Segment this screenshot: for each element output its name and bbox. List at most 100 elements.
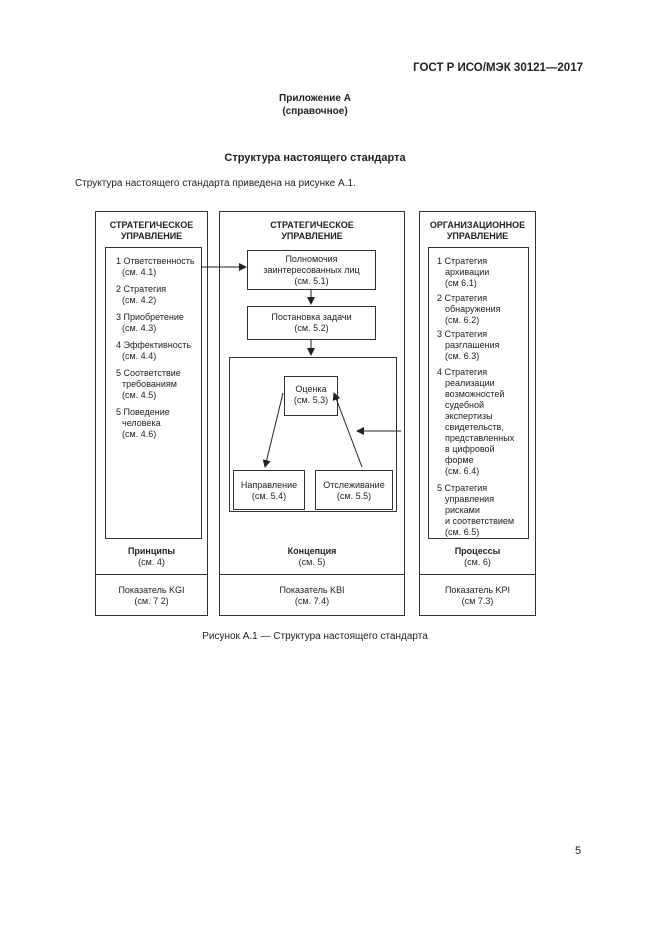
- appendix-title: Приложение А: [279, 93, 351, 104]
- process-item: 1 Стратегия архивации (см 6.1): [437, 256, 489, 289]
- right-bottom-label: Процессы (см. 6): [420, 546, 535, 568]
- processes-list-box: 1 Стратегия архивации (см 6.1) 2 Стратег…: [428, 247, 529, 539]
- authority-ref: (см. 5.1): [294, 276, 329, 286]
- arrow-evaluate-to-direct: [262, 392, 284, 468]
- left-divider: [96, 574, 207, 575]
- principle-item: 2 Стратегия (см. 4.2): [116, 284, 166, 306]
- column-strategic-principles: СТРАТЕГИЧЕСКОЕ УПРАВЛЕНИЕ 1 Ответственно…: [95, 211, 208, 616]
- page-number: 5: [575, 845, 582, 857]
- process-label-cont: форме: [445, 455, 474, 465]
- process-item: 4 Стратегия реализации возможностей суде…: [437, 367, 514, 477]
- process-ref: (см. 6.4): [445, 466, 480, 476]
- right-divider: [420, 574, 535, 575]
- direct-ref: (см. 5.4): [251, 491, 287, 501]
- principle-label: 4 Эффективность: [116, 340, 192, 350]
- principle-label-cont: требованиям: [122, 379, 177, 389]
- process-label: 3 Стратегия: [437, 329, 488, 339]
- process-label-cont: свидетельств,: [445, 422, 504, 432]
- concept-label: Концепция: [287, 546, 337, 556]
- box-evaluate: Оценка (см. 5.3): [284, 376, 338, 416]
- middle-bottom-label: Концепция (см. 5): [220, 546, 404, 568]
- left-bottom-label: Принципы (см. 4): [96, 546, 207, 568]
- left-metric: Показатель KGI (см. 7 2): [96, 585, 207, 607]
- process-label-cont: реализации: [445, 378, 495, 388]
- kgi-label: Показатель KGI: [118, 585, 185, 595]
- process-label-cont: управления: [445, 494, 495, 504]
- task-label: Постановка задачи: [271, 312, 352, 322]
- kpi-ref: (см 7.3): [461, 596, 494, 606]
- standard-id: ГОСТ Р ИСО/МЭК 30121—2017: [413, 62, 583, 74]
- process-item: 3 Стратегия разглашения (см. 6.3): [437, 329, 499, 362]
- principle-label: 3 Приобретение: [116, 312, 184, 322]
- kbi-ref: (см. 7.4): [294, 596, 330, 606]
- kpi-label: Показатель KPI: [444, 585, 511, 595]
- principle-ref: (см. 4.1): [122, 267, 157, 277]
- kbi-label: Показатель KBI: [279, 585, 345, 595]
- process-label: 1 Стратегия: [437, 256, 488, 266]
- principle-label: 1 Ответственность: [116, 256, 195, 266]
- process-ref: (см. 6.5): [445, 527, 480, 537]
- section-title: Структура настоящего стандарта: [224, 152, 406, 164]
- box-monitor: Отслеживание (см. 5.5): [315, 470, 393, 510]
- kgi-ref: (см. 7 2): [134, 596, 169, 606]
- principles-label: Принципы: [127, 546, 176, 556]
- middle-metric: Показатель KBI (см. 7.4): [220, 585, 404, 607]
- right-metric: Показатель KPI (см 7.3): [420, 585, 535, 607]
- direct-label: Направление: [240, 480, 298, 490]
- cycle-frame: Оценка (см. 5.3) Направление (см. 5.4) О…: [229, 357, 397, 512]
- authority-line2: заинтересованных лиц: [263, 265, 360, 275]
- process-label-cont: судебной: [445, 400, 485, 410]
- process-label-cont: обнаружения: [445, 304, 501, 314]
- process-item: 5 Стратегия управления рисками и соответ…: [437, 483, 514, 538]
- arrow-monitor-to-evaluate: [332, 392, 363, 468]
- appendix-type: (справочное): [282, 106, 348, 117]
- principle-label: 5 Соответствие: [116, 368, 181, 378]
- process-label-cont: архивации: [445, 267, 490, 277]
- right-header-line2: УПРАВЛЕНИЕ: [446, 231, 509, 241]
- task-ref: (см. 5.2): [294, 323, 329, 333]
- figure-caption: Рисунок А.1 — Структура настоящего станд…: [202, 631, 428, 642]
- left-header-line2: УПРАВЛЕНИЕ: [120, 231, 183, 241]
- principle-item: 3 Приобретение (см. 4.3): [116, 312, 184, 334]
- process-label-cont: возможностей: [445, 389, 505, 399]
- principle-ref: (см. 4.2): [122, 295, 157, 305]
- process-label: 2 Стратегия: [437, 293, 488, 303]
- principles-ref: (см. 4): [138, 557, 165, 567]
- process-item: 2 Стратегия обнаружения (см. 6.2): [437, 293, 501, 326]
- left-header-line1: СТРАТЕГИЧЕСКОЕ: [109, 220, 194, 230]
- principles-list-box: 1 Ответственность (см. 4.1) 2 Стратегия …: [105, 247, 202, 539]
- monitor-ref: (см. 5.5): [336, 491, 372, 501]
- principle-ref: (см. 4.4): [122, 351, 157, 361]
- process-label: 4 Стратегия: [437, 367, 488, 377]
- middle-divider: [220, 574, 404, 575]
- concept-ref: (см. 5): [298, 557, 326, 567]
- principle-item: 5 Поведение человека (см. 4.6): [116, 407, 170, 440]
- right-header-line1: ОРГАНИЗАЦИОННОЕ: [429, 220, 526, 230]
- box-task-setting: Постановка задачи (см. 5.2): [247, 306, 376, 340]
- principle-label: 2 Стратегия: [116, 284, 167, 294]
- process-label-cont: экспертизы: [445, 411, 493, 421]
- right-column-header: ОРГАНИЗАЦИОННОЕ УПРАВЛЕНИЕ: [420, 220, 535, 242]
- process-ref: (см 6.1): [445, 278, 477, 288]
- appendix-heading: Приложение А (справочное): [0, 92, 630, 118]
- processes-label: Процессы: [454, 546, 501, 556]
- principle-ref: (см. 4.3): [122, 323, 157, 333]
- process-label: 5 Стратегия: [437, 483, 488, 493]
- principle-label: 5 Поведение: [116, 407, 170, 417]
- principle-ref: (см. 4.6): [122, 429, 157, 439]
- column-organizational-processes: ОРГАНИЗАЦИОННОЕ УПРАВЛЕНИЕ 1 Стратегия а…: [419, 211, 536, 616]
- box-direct: Направление (см. 5.4): [233, 470, 305, 510]
- principle-item: 5 Соответствие требованиям (см. 4.5): [116, 368, 181, 401]
- process-label-cont: представленных: [445, 433, 515, 443]
- left-column-header: СТРАТЕГИЧЕСКОЕ УПРАВЛЕНИЕ: [96, 220, 207, 242]
- middle-header-line1: СТРАТЕГИЧЕСКОЕ: [270, 220, 354, 230]
- authority-line1: Полномочия: [285, 254, 338, 264]
- monitor-label: Отслеживание: [323, 480, 385, 490]
- process-label-cont: и соответствием: [445, 516, 515, 526]
- principle-ref: (см. 4.5): [122, 390, 157, 400]
- middle-header-line2: УПРАВЛЕНИЕ: [281, 231, 343, 241]
- process-label-cont: в цифровой: [445, 444, 495, 454]
- middle-column-header: СТРАТЕГИЧЕСКОЕ УПРАВЛЕНИЕ: [220, 220, 404, 242]
- process-ref: (см. 6.2): [445, 315, 480, 325]
